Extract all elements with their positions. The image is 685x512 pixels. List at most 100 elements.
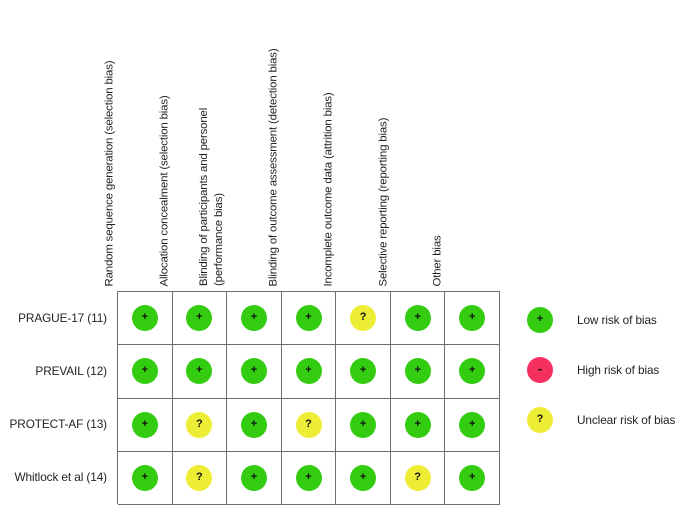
judgement-bubble-low: +	[295, 305, 322, 332]
judgement-symbol: ?	[305, 417, 312, 430]
judgement-symbol: +	[305, 470, 312, 483]
judgement-cell[interactable]: +	[118, 398, 173, 452]
judgement-cell[interactable]: ?	[336, 292, 391, 346]
judgement-cell[interactable]: +	[172, 292, 228, 346]
legend-item-high: -High risk of bias	[527, 355, 685, 385]
judgement-symbol: +	[359, 417, 367, 430]
judgement-cell[interactable]: +	[336, 451, 391, 505]
column-header-line: Blinding of outcome assessment (detectio…	[267, 48, 280, 286]
judgement-symbol: +	[305, 364, 312, 377]
judgement-cell[interactable]: +	[118, 345, 173, 399]
judgement-cell[interactable]: +	[227, 292, 282, 346]
judgement-bubble-low: +	[240, 464, 267, 491]
judgement-bubble-low: +	[240, 305, 267, 332]
judgement-bubble-low: +	[131, 358, 158, 385]
judgement-cell[interactable]: +	[390, 345, 446, 399]
judgement-cell[interactable]: +	[281, 345, 337, 399]
column-header-line: Blinding of participants and personel	[198, 107, 211, 286]
judgement-symbol: +	[414, 311, 421, 324]
column-header-text: Blinding of outcome assessment (detectio…	[267, 48, 282, 286]
legend-item-unclear: ? Unclear risk of bias	[527, 405, 685, 435]
judgement-bubble-low: +	[240, 358, 267, 385]
judgement-cell[interactable]: +	[336, 398, 391, 452]
judgement-symbol: ?	[359, 311, 367, 324]
judgement-symbol: ?	[414, 470, 422, 483]
judgement-cell[interactable]: +	[172, 345, 228, 399]
column-header-text: Blinding of participants and personel(pe…	[197, 108, 226, 286]
judgement-symbol: +	[196, 311, 203, 324]
row-label-study: Whitlock et al (14)	[14, 470, 107, 485]
judgement-cell[interactable]: +	[118, 451, 173, 505]
judgement-bubble-low: +	[350, 411, 377, 438]
table-row: +? + + +? +	[118, 451, 501, 505]
judgement-bubble-low: +	[459, 464, 486, 491]
column-header-text: Other bias	[431, 235, 446, 286]
legend-label: Unclear risk of bias	[577, 413, 676, 427]
judgement-symbol: +	[250, 417, 258, 430]
judgement-cell[interactable]: ?	[172, 398, 228, 452]
judgement-cell[interactable]: +	[336, 345, 391, 399]
judgement-symbol: ?	[195, 470, 203, 483]
judgement-bubble-unclear: ?	[186, 411, 213, 438]
judgement-symbol: +	[414, 417, 421, 430]
judgement-symbol: +	[359, 364, 367, 377]
judgement-cell[interactable]: +	[445, 345, 501, 399]
row-label-group: PRAGUE-17 (11)PREVAIL (12)PROTECT-AF (13…	[0, 291, 112, 504]
judgement-bubble-unclear: ?	[350, 305, 377, 332]
judgement-symbol: +	[250, 364, 258, 377]
judgement-cell[interactable]: +	[281, 451, 337, 505]
judgement-cell[interactable]: ?	[390, 451, 446, 505]
legend: + Low risk of bias -High risk of bias? Uncl…	[527, 305, 685, 455]
judgement-cell[interactable]: +	[445, 292, 501, 346]
judgement-cell[interactable]: +	[390, 398, 446, 452]
column-header-text: Random sequence generation (selection bi…	[103, 60, 118, 286]
judgement-cell[interactable]: +	[390, 292, 446, 346]
judgement-cell[interactable]: +	[445, 398, 501, 452]
legend-bubble-low: +	[527, 307, 553, 333]
judgement-symbol: +	[141, 470, 148, 483]
judgement-symbol: +	[469, 364, 476, 377]
judgement-bubble-low: +	[295, 358, 322, 385]
judgement-cell[interactable]: +	[227, 398, 282, 452]
judgement-symbol: +	[469, 311, 476, 324]
legend-item-low: + Low risk of bias	[527, 305, 685, 335]
judgement-bubble-low: +	[131, 464, 158, 491]
judgement-bubble-unclear: ?	[186, 464, 213, 491]
judgement-cell[interactable]: +	[445, 451, 501, 505]
judgement-symbol: ?	[195, 417, 203, 430]
judgement-bubble-unclear: ?	[295, 411, 322, 438]
legend-label: High risk of bias	[577, 363, 660, 377]
table-row: + + + + + + +	[118, 345, 501, 399]
judgement-bubble-low: +	[131, 411, 158, 438]
judgement-symbol: +	[141, 364, 148, 377]
judgement-bubble-low: +	[404, 358, 431, 385]
judgement-bubble-low: +	[131, 305, 158, 332]
judgement-symbol: +	[469, 417, 476, 430]
judgement-symbol: +	[141, 417, 148, 430]
legend-bubble-unclear: ?	[527, 407, 553, 433]
column-header-line: (performance bias)	[212, 193, 225, 286]
column-header-group: Random sequence generation (selection bi…	[104, 0, 500, 291]
judgement-cell[interactable]: +	[227, 345, 282, 399]
row-label-study: PREVAIL (12)	[35, 363, 107, 378]
column-header-line: Random sequence generation (selection bi…	[103, 60, 116, 286]
column-header-line: Allocation concealment (selection bias)	[158, 94, 171, 286]
judgement-cell[interactable]: ?	[172, 451, 228, 505]
risk-of-bias-matrix: + + + +? + + + + + + + + + +? +? + + + +? + + +? +	[117, 291, 501, 505]
judgement-cell[interactable]: ?	[281, 398, 337, 452]
table-row: +? +? + + +	[118, 398, 501, 452]
column-header-line: Selective reporting (reporting bias)	[377, 117, 390, 286]
judgement-cell[interactable]: +	[227, 451, 282, 505]
legend-label: Low risk of bias	[577, 313, 657, 327]
column-header-text: Incomplete outcome data (attrition bias)	[321, 92, 336, 286]
judgement-bubble-low: +	[404, 411, 431, 438]
judgement-cell[interactable]: +	[281, 292, 337, 346]
judgement-cell[interactable]: +	[118, 292, 173, 346]
judgement-bubble-low: +	[459, 358, 486, 385]
row-label-study: PRAGUE-17 (11)	[18, 310, 107, 325]
judgement-symbol: +	[305, 311, 312, 324]
judgement-bubble-low: +	[240, 411, 267, 438]
judgement-bubble-low: +	[459, 411, 486, 438]
judgement-bubble-low: +	[459, 305, 486, 332]
judgement-symbol: +	[469, 470, 476, 483]
